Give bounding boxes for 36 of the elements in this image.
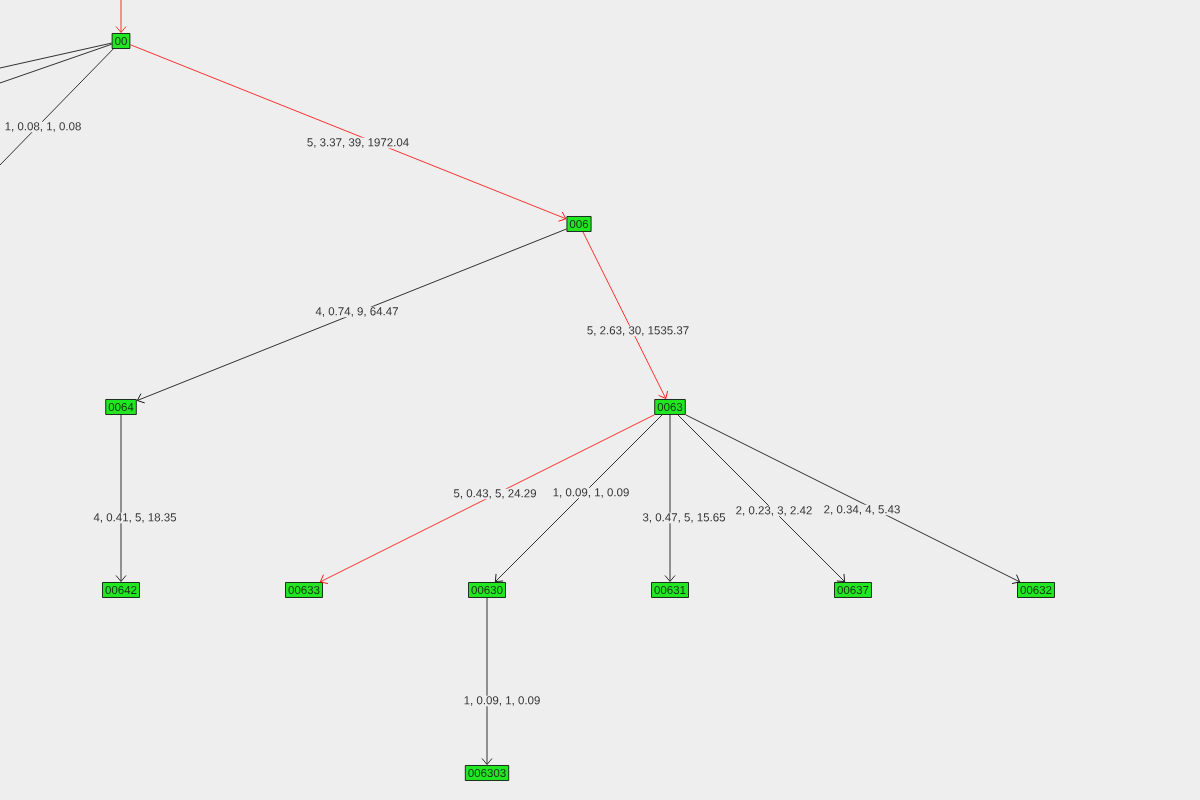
edge-label: 5, 3.37, 39, 1972.04 — [305, 137, 411, 149]
connector-line — [0, 48, 114, 166]
node-box: 006303 — [464, 765, 510, 781]
node-box: 0064 — [105, 399, 137, 415]
arrow — [115, 0, 127, 33]
edge-label: 1, 0.08, 1, 0.08 — [3, 121, 83, 133]
arrow — [136, 228, 567, 404]
arrow — [677, 414, 846, 583]
node-box: 006 — [566, 216, 592, 232]
connector-line — [0, 42, 113, 69]
node-box: 00630 — [468, 582, 506, 598]
arrow — [115, 414, 127, 582]
node-box: 0063 — [654, 399, 686, 415]
arrow — [319, 414, 655, 584]
arrow — [664, 414, 676, 582]
connector-line — [0, 43, 113, 84]
node-box: 00637 — [834, 582, 872, 598]
edge-label: 2, 0.23, 3, 2.42 — [734, 505, 814, 517]
edge-label: 5, 0.43, 5, 24.29 — [452, 488, 538, 500]
arrow — [481, 597, 493, 765]
arrow — [494, 414, 663, 583]
arrow — [582, 231, 668, 399]
arrow — [129, 44, 567, 222]
node-box: 00 — [111, 33, 131, 49]
edge-label: 5, 2.63, 30, 1535.37 — [585, 325, 691, 337]
node-box: 00642 — [102, 582, 140, 598]
arrow — [685, 414, 1021, 584]
node-box: 00631 — [651, 582, 689, 598]
edge-label: 1, 0.09, 1, 0.09 — [551, 487, 631, 499]
edge-label: 1, 0.09, 1, 0.09 — [462, 695, 542, 707]
edge-label: 4, 0.41, 5, 18.35 — [92, 512, 178, 524]
edge-label: 4, 0.74, 9, 64.47 — [314, 306, 400, 318]
node-box: 00633 — [285, 582, 323, 598]
edge-label: 3, 0.47, 5, 15.65 — [641, 512, 727, 524]
edge-label: 2, 0.34, 4, 5.43 — [822, 504, 902, 516]
node-box: 00632 — [1017, 582, 1055, 598]
